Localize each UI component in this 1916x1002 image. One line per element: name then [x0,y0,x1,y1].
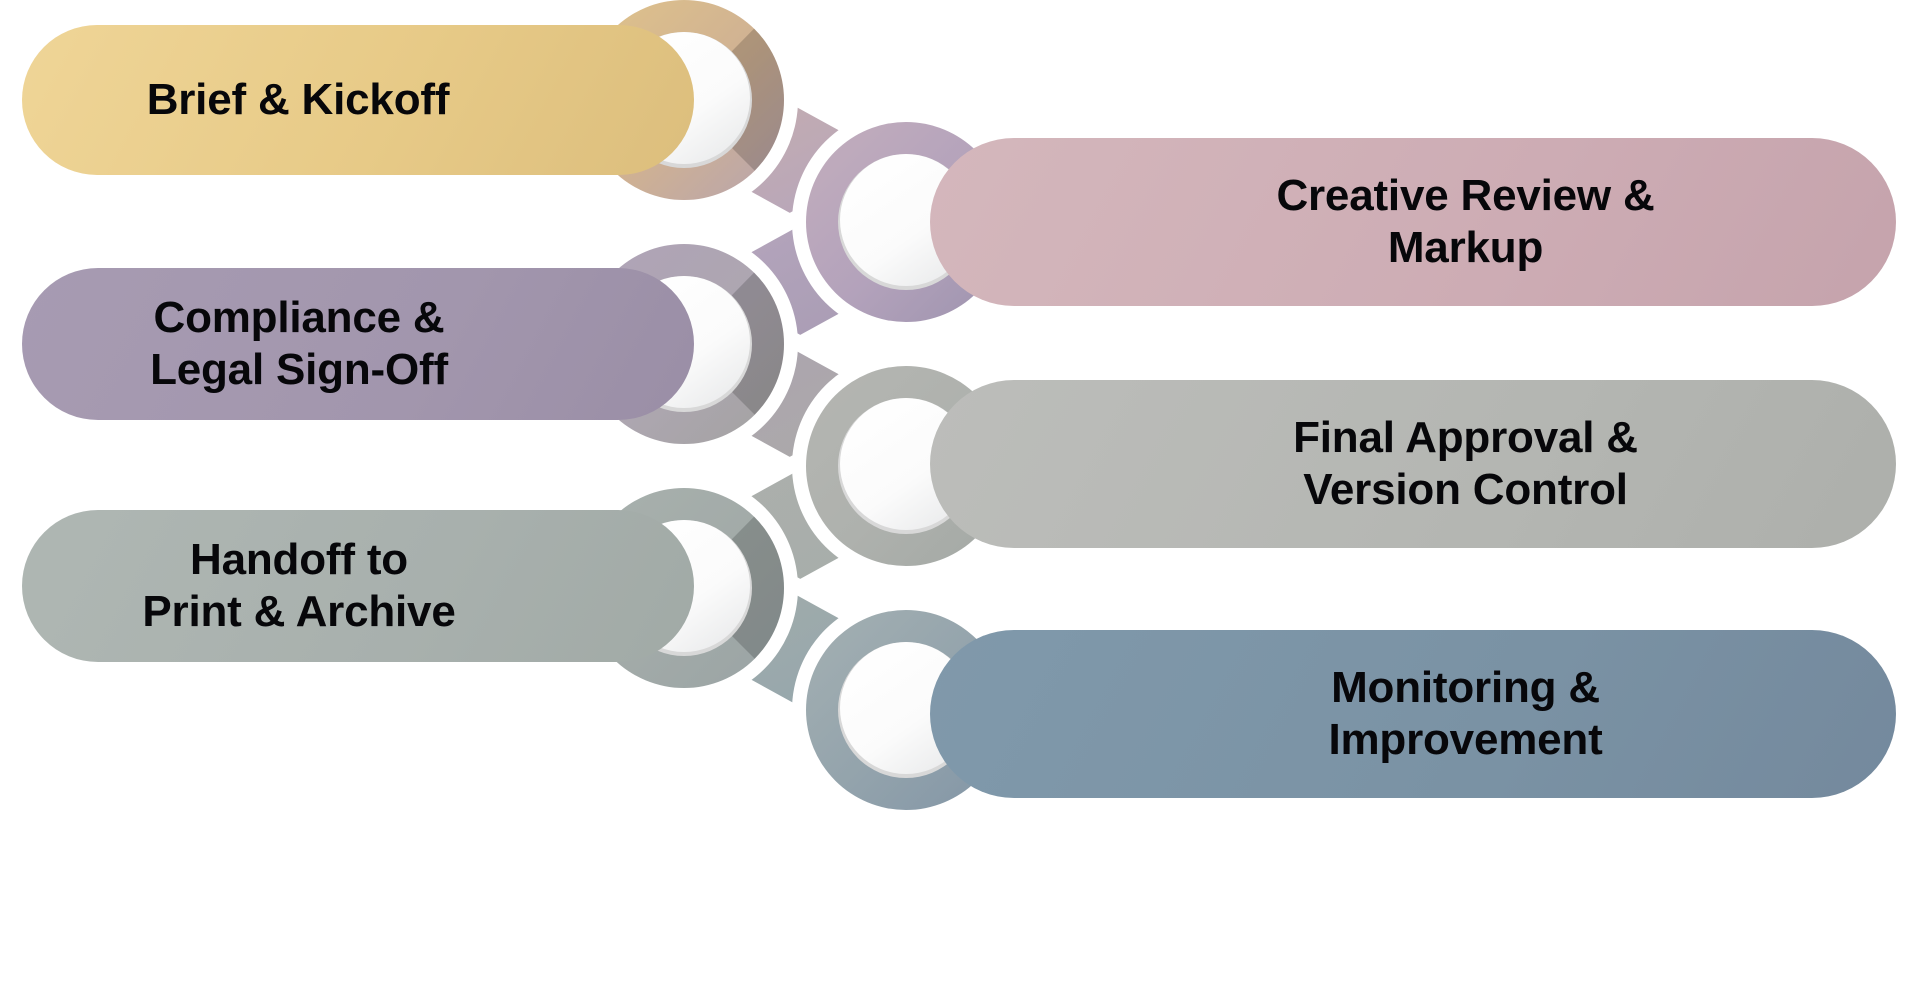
connector-4-5 [636,418,954,636]
step-label-1: Brief & Kickoff [146,75,450,125]
chain-connectors [620,36,970,774]
step-bar-creative-review-markup[interactable]: Creative Review & Markup [930,138,1896,306]
connector-halo-3-4 [620,280,970,530]
step-bar-compliance-legal-signoff[interactable]: Compliance & Legal Sign-Off [22,268,694,420]
step-label-4: Final Approval & Version Control [1293,413,1638,514]
connector-3-4 [636,296,954,514]
connector-2-3 [636,174,954,392]
connector-1-2 [636,52,954,270]
connector-halo-5-6 [620,524,970,774]
step-label-5: Handoff to Print & Archive [142,535,456,636]
step-bar-final-approval-version-control[interactable]: Final Approval & Version Control [930,380,1896,548]
connector-halo-1-2 [620,36,970,286]
connector-halo-4-5 [620,402,970,652]
connector-halo-2-3 [620,158,970,408]
step-bar-monitoring-improvement[interactable]: Monitoring & Improvement [930,630,1896,798]
step-label-3: Compliance & Legal Sign-Off [150,293,448,394]
step-bar-handoff-print-archive[interactable]: Handoff to Print & Archive [22,510,694,662]
step-label-2: Creative Review & Markup [1276,171,1655,272]
step-bar-brief-kickoff[interactable]: Brief & Kickoff [22,25,694,175]
connector-5-6 [636,540,954,758]
step-label-6: Monitoring & Improvement [1328,663,1603,764]
